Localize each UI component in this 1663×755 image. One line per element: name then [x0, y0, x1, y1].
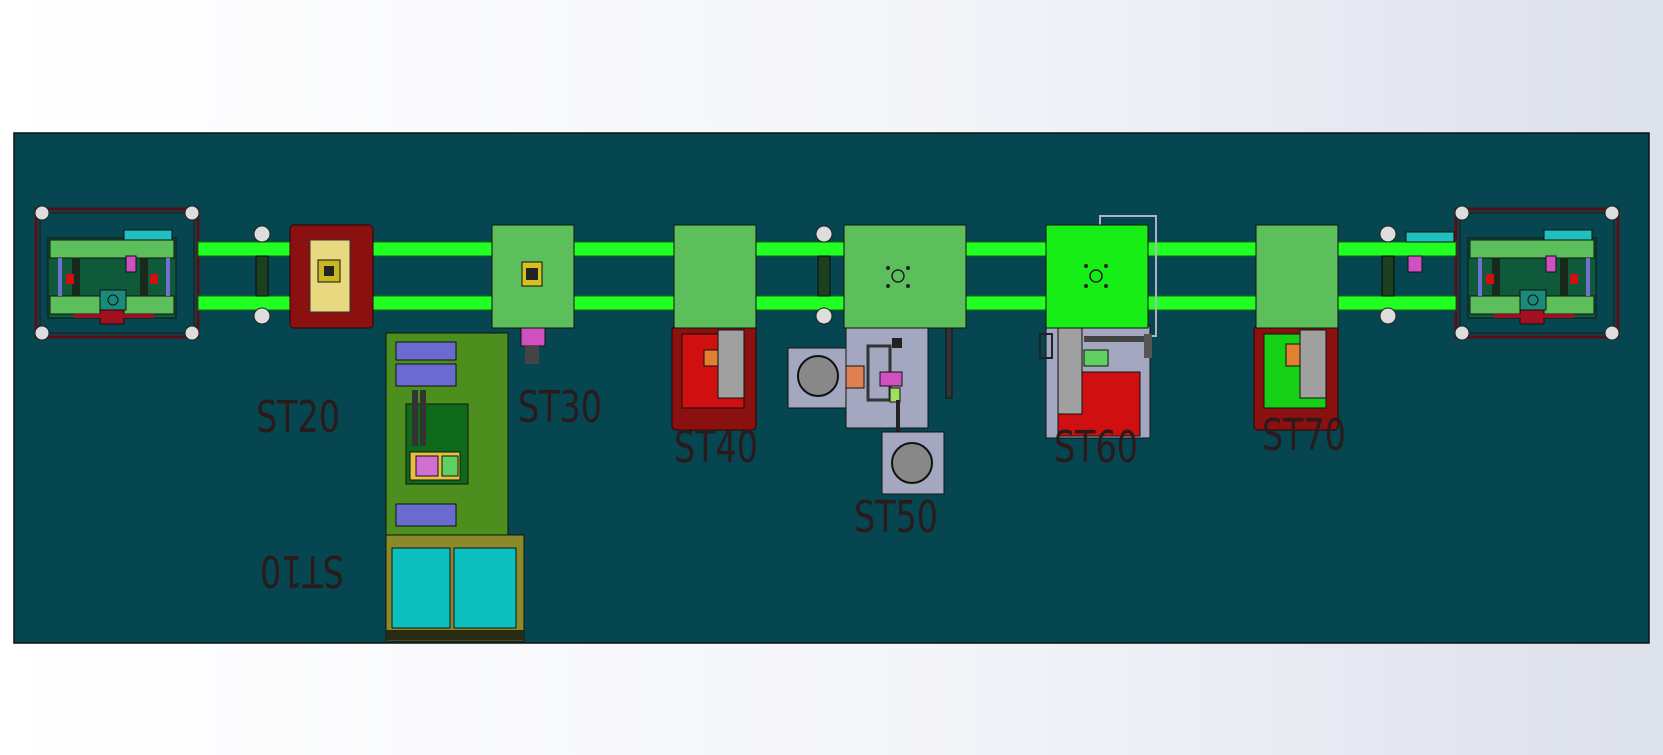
- st10-unit: [385, 332, 525, 642]
- st30-unit: [491, 224, 575, 364]
- st20-label: ST20: [256, 392, 340, 443]
- st60-unit: [1039, 215, 1157, 439]
- right-end-frame: [1454, 205, 1620, 341]
- st70-unit: [1253, 224, 1339, 431]
- st60-label: ST60: [1054, 422, 1138, 473]
- st70-label: ST70: [1262, 410, 1346, 461]
- rail-support-2: [815, 225, 833, 325]
- rail-support-1: [253, 225, 271, 325]
- st50-unit: [787, 224, 967, 495]
- st20-unit: [289, 224, 374, 329]
- left-end-frame: [34, 205, 200, 341]
- st10-label: ST10: [260, 545, 344, 596]
- st40-unit: [671, 224, 757, 431]
- rail-support-3: [1379, 225, 1397, 325]
- st50-label: ST50: [854, 492, 938, 543]
- st30-label: ST30: [518, 382, 602, 433]
- st40-label: ST40: [674, 422, 758, 473]
